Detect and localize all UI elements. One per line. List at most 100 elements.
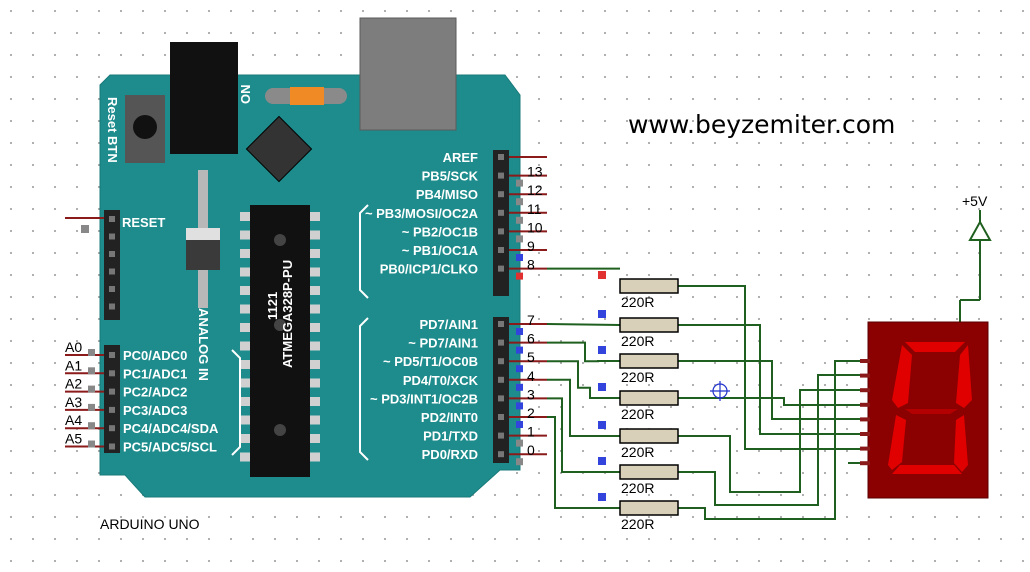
header-pin [498,451,504,458]
header-pin [109,352,115,358]
chip-pin [240,267,250,277]
digital-pin-indicator [516,328,523,335]
resistor [619,428,679,444]
header-pin [498,339,504,346]
reset-button-cap[interactable] [133,115,157,139]
resistor-value: 220R [621,369,654,385]
resistor-value: 220R [621,480,654,496]
wire [678,285,860,450]
digital-pin-indicator [516,346,523,354]
reset-btn-label: Reset BTN [105,97,120,163]
atmega-chip: 1121 ATMEGA328P-PU [240,205,320,477]
digital-pin-number: 13 [527,164,543,180]
chip-pin [240,397,250,406]
board-name: ARDUINO UNO [100,516,200,532]
header-pin [498,191,504,198]
analog-pin-indicator [88,367,95,375]
header-pin [498,376,504,383]
digital-pin-number: 0 [527,442,535,458]
header-pin [109,268,115,275]
analog-pin-indicator [88,403,95,411]
resistor [619,500,679,516]
segment-b [956,345,972,408]
display-pin [860,373,870,378]
chip-pin [310,249,320,258]
segment-c [954,415,968,472]
header-pin [109,233,115,240]
header-pin [109,425,115,432]
digital-pin-indicator [516,402,523,410]
digital-pin-number: 12 [527,182,543,198]
segment-g [905,409,958,414]
digital-pin-number: 8 [527,257,535,273]
power-label: +5V [962,193,988,209]
analog-pin-label: PC2/ADC2 [123,385,187,400]
digital-pin-number: 10 [527,219,543,235]
resistor-value: 220R [621,294,654,310]
digital-pin-label: ~ PB1/OC1A [402,243,479,258]
reset-pin-indicator [81,225,89,233]
header-pin [109,251,115,257]
bracket-analog [231,349,241,456]
header-pin [109,406,115,413]
power-symbol [959,210,992,322]
digital-pin-indicator [516,198,523,206]
chip-pin [310,267,320,277]
digital-header-lower [493,317,509,463]
resistor [619,317,679,333]
digital-pin-indicator [516,365,523,373]
bracket-digital-bottom [359,317,369,461]
chip-pin [310,452,320,462]
digital-pin-number: 1 [527,424,535,440]
reset-header [104,210,120,320]
digital-pin-label: ~ PD7/AIN1 [408,336,478,351]
chip-pin [240,304,250,314]
resistor-marker [598,271,606,279]
digital-pin-indicator [516,458,523,466]
analog-pin-indicator [88,349,95,356]
chip-pin [310,360,320,369]
display-pin [860,417,870,422]
analog-pin-label: PC1/ADC1 [123,366,187,381]
digital-pin-indicator [516,254,523,261]
reset-label: RESET [122,215,165,230]
digital-pin-indicator [516,216,523,224]
analog-pin-label: PC5/ADC5/SCL [123,440,217,455]
wire [547,397,620,473]
chip-code: 1121 [265,292,280,320]
header-pin [109,370,115,377]
analog-header [104,345,120,453]
diode-lead-bottom [198,270,208,308]
digital-pin-label: ~ PD3/INT1/OC2B [370,391,478,406]
wire [678,324,860,435]
chip-pin [240,360,250,369]
digital-pin-number: 4 [527,368,535,384]
resistor-value: 220R [621,444,654,460]
header-pin [498,414,504,420]
diode-lead-top [198,170,208,230]
analog-ext-label: A3 [65,394,82,410]
bracket-digital-top [359,204,369,299]
analog-pin-indicator [88,440,95,448]
analog-ext-label: A2 [65,376,82,392]
digital-pin-indicator [516,235,523,243]
diode-band [186,228,220,240]
display-pin [860,388,870,393]
power-jack [170,42,238,154]
wire [678,374,860,506]
segment-d [892,465,962,474]
resistor-value: 220R [621,333,654,349]
analog-ext-label: A0 [65,339,82,355]
resistor-marker [598,493,606,501]
chip-pin [240,415,250,425]
header-pin [109,286,115,292]
segment-a [905,342,965,352]
resistor-value: 220R [621,516,654,532]
chip-pin [240,286,250,295]
display-pin [860,461,870,466]
digital-pin-label: PB5/SCK [422,169,479,184]
header-pin [109,216,115,222]
display-pin [860,359,870,363]
chip-pin [310,323,320,332]
